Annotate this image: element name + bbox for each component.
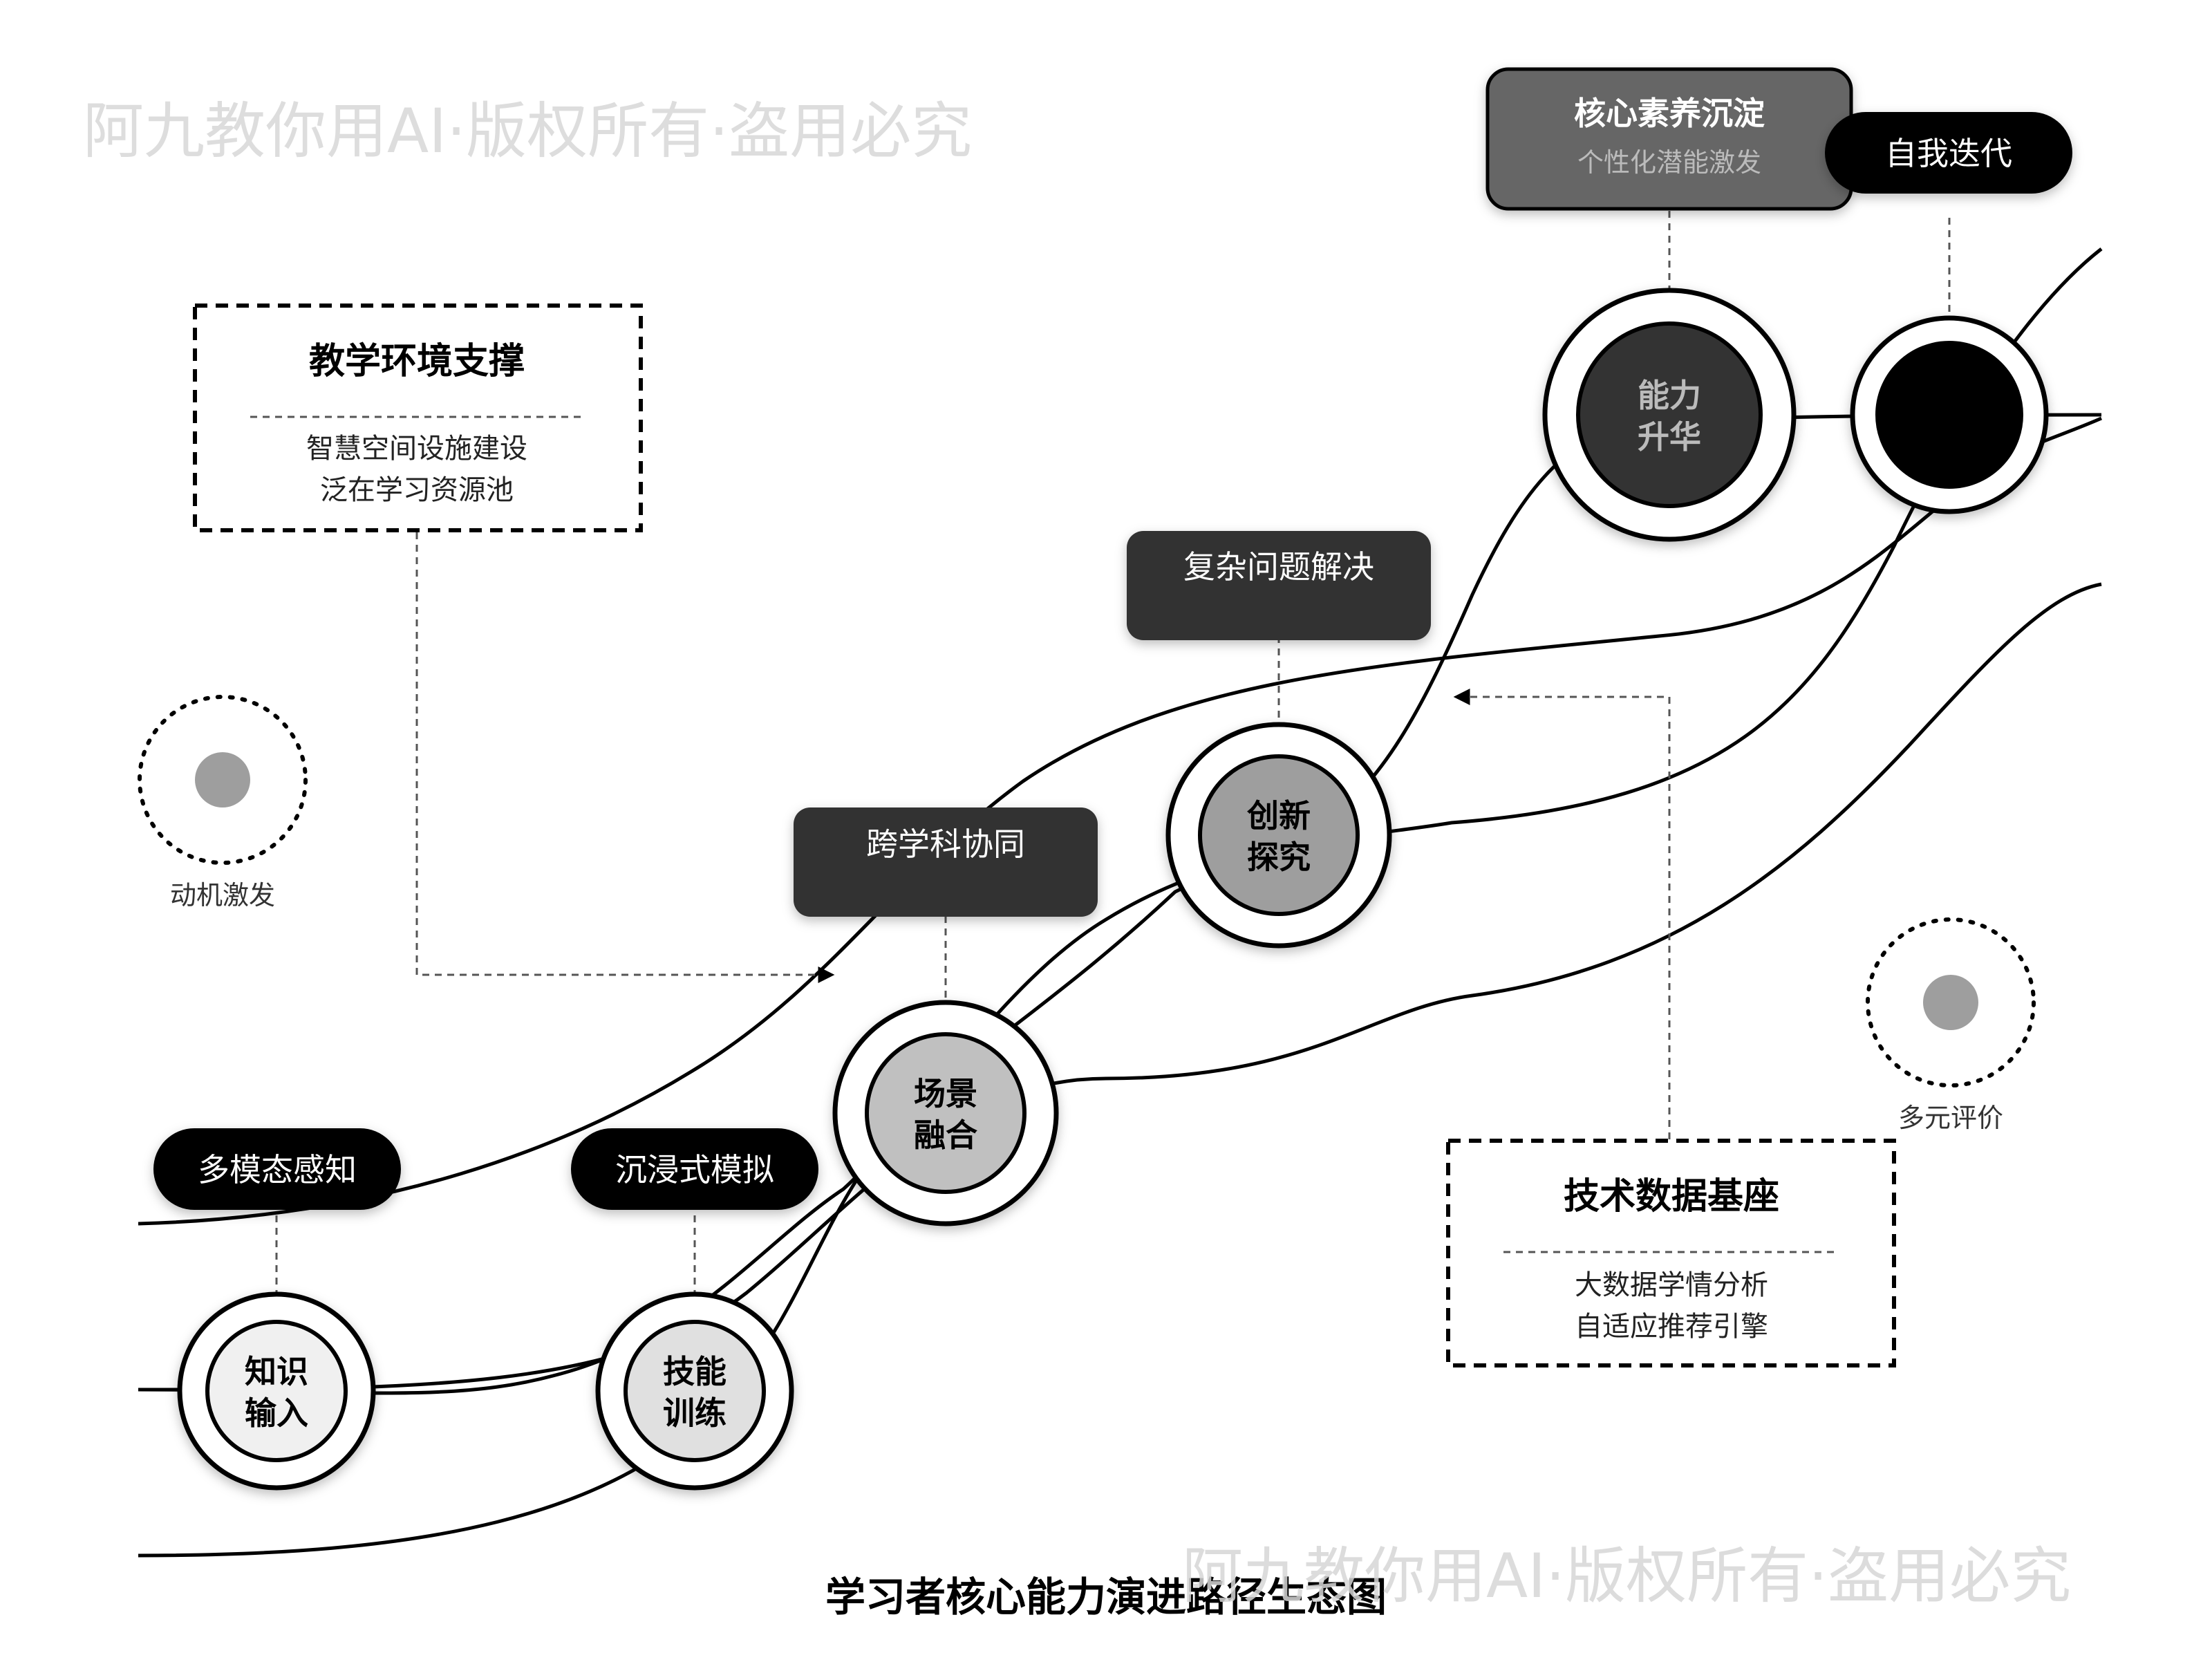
env-support-box[interactable]: 教学环境支撑 智慧空间设施建设 泛在学习资源池	[193, 304, 643, 532]
station-labels: 多模态感知 沉浸式模拟 跨学科协同 复杂问题解决 核心素养沉淀 个性化潜能激发 …	[153, 67, 2072, 1210]
label-complex-problem[interactable]: 复杂问题解决	[1127, 531, 1431, 640]
watermark-bottom: 阿九教你用AI·版权所有·盗用必究	[1182, 1540, 2071, 1612]
station-core	[624, 1320, 766, 1462]
station-core	[1198, 754, 1360, 916]
label-self-iteration-text: 自我迭代	[1885, 135, 2012, 172]
station-text-line-1: 场景	[914, 1075, 977, 1112]
watermark-top: 阿九教你用AI·版权所有·盗用必究	[83, 95, 972, 167]
label-complex-problem-text: 复杂问题解决	[1183, 548, 1374, 586]
motivation-ring	[138, 695, 308, 865]
label-connectors	[275, 211, 1951, 1293]
label-immersive[interactable]: 沉浸式模拟	[571, 1128, 818, 1210]
label-core-literacy-title: 核心素养沉淀	[1574, 95, 1765, 132]
tech-support-box[interactable]: 技术数据基座 大数据学情分析 自适应推荐引擎	[1446, 1139, 1896, 1367]
env-support-item-2: 泛在学习资源池	[320, 474, 514, 506]
support-flows	[415, 532, 1671, 1139]
label-multimodal-text: 多模态感知	[198, 1151, 357, 1188]
env-support-arrow	[415, 532, 835, 983]
station-text-line-2: 训练	[663, 1394, 727, 1432]
station-core	[205, 1320, 348, 1462]
station-text-line-1: 技能	[663, 1353, 727, 1390]
env-support-item-1: 智慧空间设施建设	[306, 433, 527, 465]
label-interdisciplinary-text: 跨学科协同	[866, 825, 1025, 863]
station-core	[865, 1032, 1027, 1194]
station-core	[1576, 321, 1763, 508]
label-immersive-text: 沉浸式模拟	[615, 1151, 774, 1188]
evaluation-dot	[1923, 975, 1978, 1030]
evaluation-label: 多元评价	[1898, 1103, 2003, 1133]
label-multimodal[interactable]: 多模态感知	[153, 1128, 401, 1210]
env-support-title: 教学环境支撑	[309, 341, 525, 382]
station-text-line-1: 能力	[1638, 377, 1701, 414]
label-core-literacy[interactable]: 核心素养沉淀 个性化潜能激发	[1485, 67, 1853, 211]
tech-support-title: 技术数据基座	[1564, 1176, 1779, 1217]
motivation-indicator: 动机激发	[138, 695, 308, 911]
station-s6[interactable]	[1850, 315, 2049, 514]
station-text-line-2: 升华	[1638, 418, 1701, 456]
station-core	[1875, 341, 2023, 489]
station-text-line-2: 输入	[245, 1394, 308, 1432]
motivation-dot	[195, 752, 250, 807]
tech-support-item-1: 大数据学情分析	[1575, 1269, 1768, 1301]
station-text-line-1: 知识	[245, 1353, 308, 1390]
label-self-iteration[interactable]: 自我迭代	[1825, 112, 2072, 194]
station-text-line-2: 探究	[1247, 839, 1311, 876]
diagram-title: 学习者核心能力演进路径生态图	[825, 1574, 1387, 1621]
evaluation-indicator: 多元评价	[1866, 917, 2036, 1133]
label-core-literacy-subtitle: 个性化潜能激发	[1577, 147, 1761, 178]
motivation-label: 动机激发	[170, 880, 275, 911]
tech-support-arrow	[1453, 689, 1671, 1139]
tech-support-item-2: 自适应推荐引擎	[1575, 1311, 1768, 1343]
station-text-line-2: 融合	[914, 1117, 977, 1154]
station-text-line-1: 创新	[1247, 797, 1311, 834]
evaluation-ring	[1866, 917, 2036, 1087]
path-line-1	[138, 416, 2103, 1226]
label-interdisciplinary[interactable]: 跨学科协同	[794, 807, 1098, 917]
